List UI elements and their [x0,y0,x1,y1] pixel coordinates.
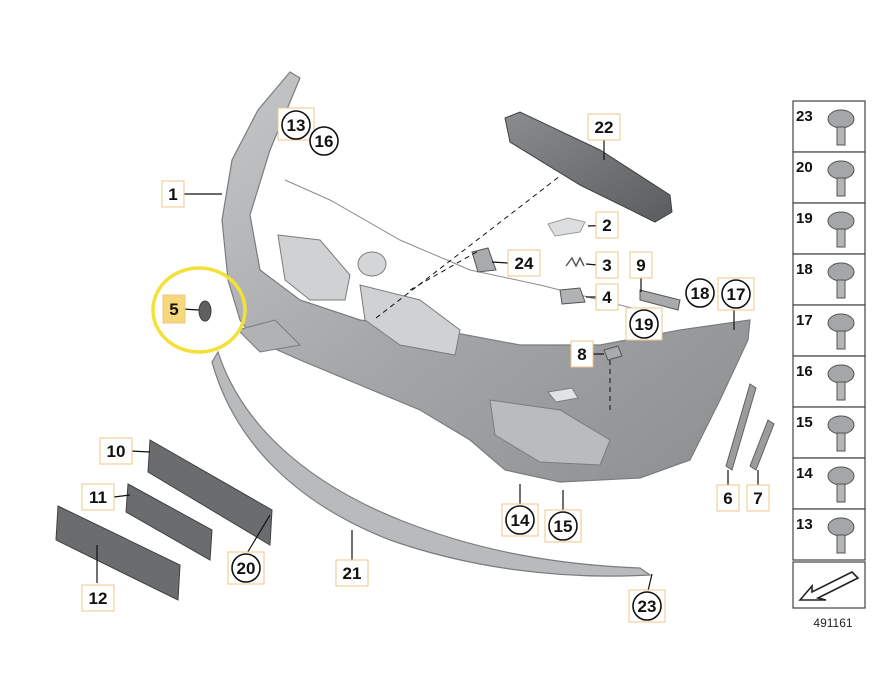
grille-plate-11 [125,483,213,561]
orientation-box [792,561,866,609]
fastener-icon [827,262,855,282]
cover-cap-2 [547,217,586,237]
sidebar-cell-13: 13 [792,508,866,561]
fastener-shaft [836,279,846,299]
callout-1: 1 [168,185,177,204]
sidebar-label: 19 [796,210,813,227]
callout-9: 9 [636,256,645,275]
sidebar-cell-20: 20 [792,151,866,204]
callout-10: 10 [107,442,126,461]
grille-plate-12 [55,505,181,601]
fastener-shaft [836,330,846,350]
callout-14: 14 [511,511,530,530]
sidebar-cell-frame [792,151,866,204]
sidebar-label: 20 [796,159,813,176]
trim-strip-6 [725,383,757,471]
callout-labels: 1 5 2 3 4 8 9 24 22 10 11 12 21 6 7 13 [81,107,770,623]
fastener-icon [827,415,855,435]
callout-17: 17 [727,285,746,304]
highlight-ring [151,266,247,354]
sidebar-cell-23: 23 [792,100,866,153]
fastener-icon [827,160,855,180]
callout-24: 24 [515,254,534,273]
sidebar-cell-frame [792,406,866,459]
sidebar-cell-18: 18 [792,253,866,306]
sidebar-cell-15: 15 [792,406,866,459]
bumper-cover [221,71,751,483]
fastener-shaft [836,126,846,146]
callout-21: 21 [343,564,362,583]
callout-2: 2 [602,216,611,235]
arrow-icon [798,571,860,601]
sidebar-label: 23 [796,108,813,125]
callout-19: 19 [635,315,654,334]
trim-strip-7 [749,419,775,471]
front-spoiler-lip [211,350,652,577]
sidebar-cell-14: 14 [792,457,866,510]
fastener-shaft [836,534,846,554]
sidebar-label: 16 [796,363,813,380]
fastener-icon [827,211,855,231]
fastener-shaft [836,177,846,197]
sidebar-cell-16: 16 [792,355,866,408]
fastener-shaft [836,381,846,401]
callout-23: 23 [638,597,657,616]
fastener-shaft [836,228,846,248]
sidebar-label: 17 [796,312,813,329]
callout-13: 13 [287,116,306,135]
sidebar-cell-17: 17 [792,304,866,357]
cap-5 [198,300,212,322]
fastener-icon [827,313,855,333]
guide-lines [375,175,611,414]
sidebar-label: 18 [796,261,813,278]
bracket-9 [639,289,681,311]
fastener-shaft [836,432,846,452]
fastener-icon [827,466,855,486]
fastener-icon [827,109,855,129]
sidebar-cell-frame [792,253,866,306]
support-bracket [504,111,673,223]
callout-3: 3 [602,256,611,275]
callout-6: 6 [723,489,732,508]
callout-16: 16 [315,132,334,151]
fastener-icon [827,517,855,537]
callout-11: 11 [89,488,107,507]
sidebar-cell-frame [792,355,866,408]
callout-5: 5 [169,300,178,319]
sidebar-cell-frame [792,508,866,561]
callout-18: 18 [691,284,710,303]
clip-3 [565,256,585,268]
sidebar-cell-frame [792,202,866,255]
sidebar-label: 13 [796,516,813,533]
sidebar-cell-19: 19 [792,202,866,255]
sidebar-label: 14 [796,465,813,482]
fastener-icon [827,364,855,384]
grille-plate-10 [147,439,273,546]
callout-22: 22 [595,118,614,137]
sidebar-label: 15 [796,414,813,431]
fastener-shaft [836,483,846,503]
diagram-number: 491161 [813,616,852,630]
callout-12: 12 [89,589,108,608]
callout-15: 15 [554,517,573,536]
callout-7: 7 [753,489,762,508]
clip-4 [559,287,586,305]
fastener-sidebar: 23 20 19 18 17 16 15 14 13 [792,100,866,561]
callout-20: 20 [237,559,256,578]
callout-8: 8 [577,345,586,364]
bracket-24 [471,247,497,273]
nut-8 [603,345,623,361]
callout-4: 4 [602,288,612,307]
